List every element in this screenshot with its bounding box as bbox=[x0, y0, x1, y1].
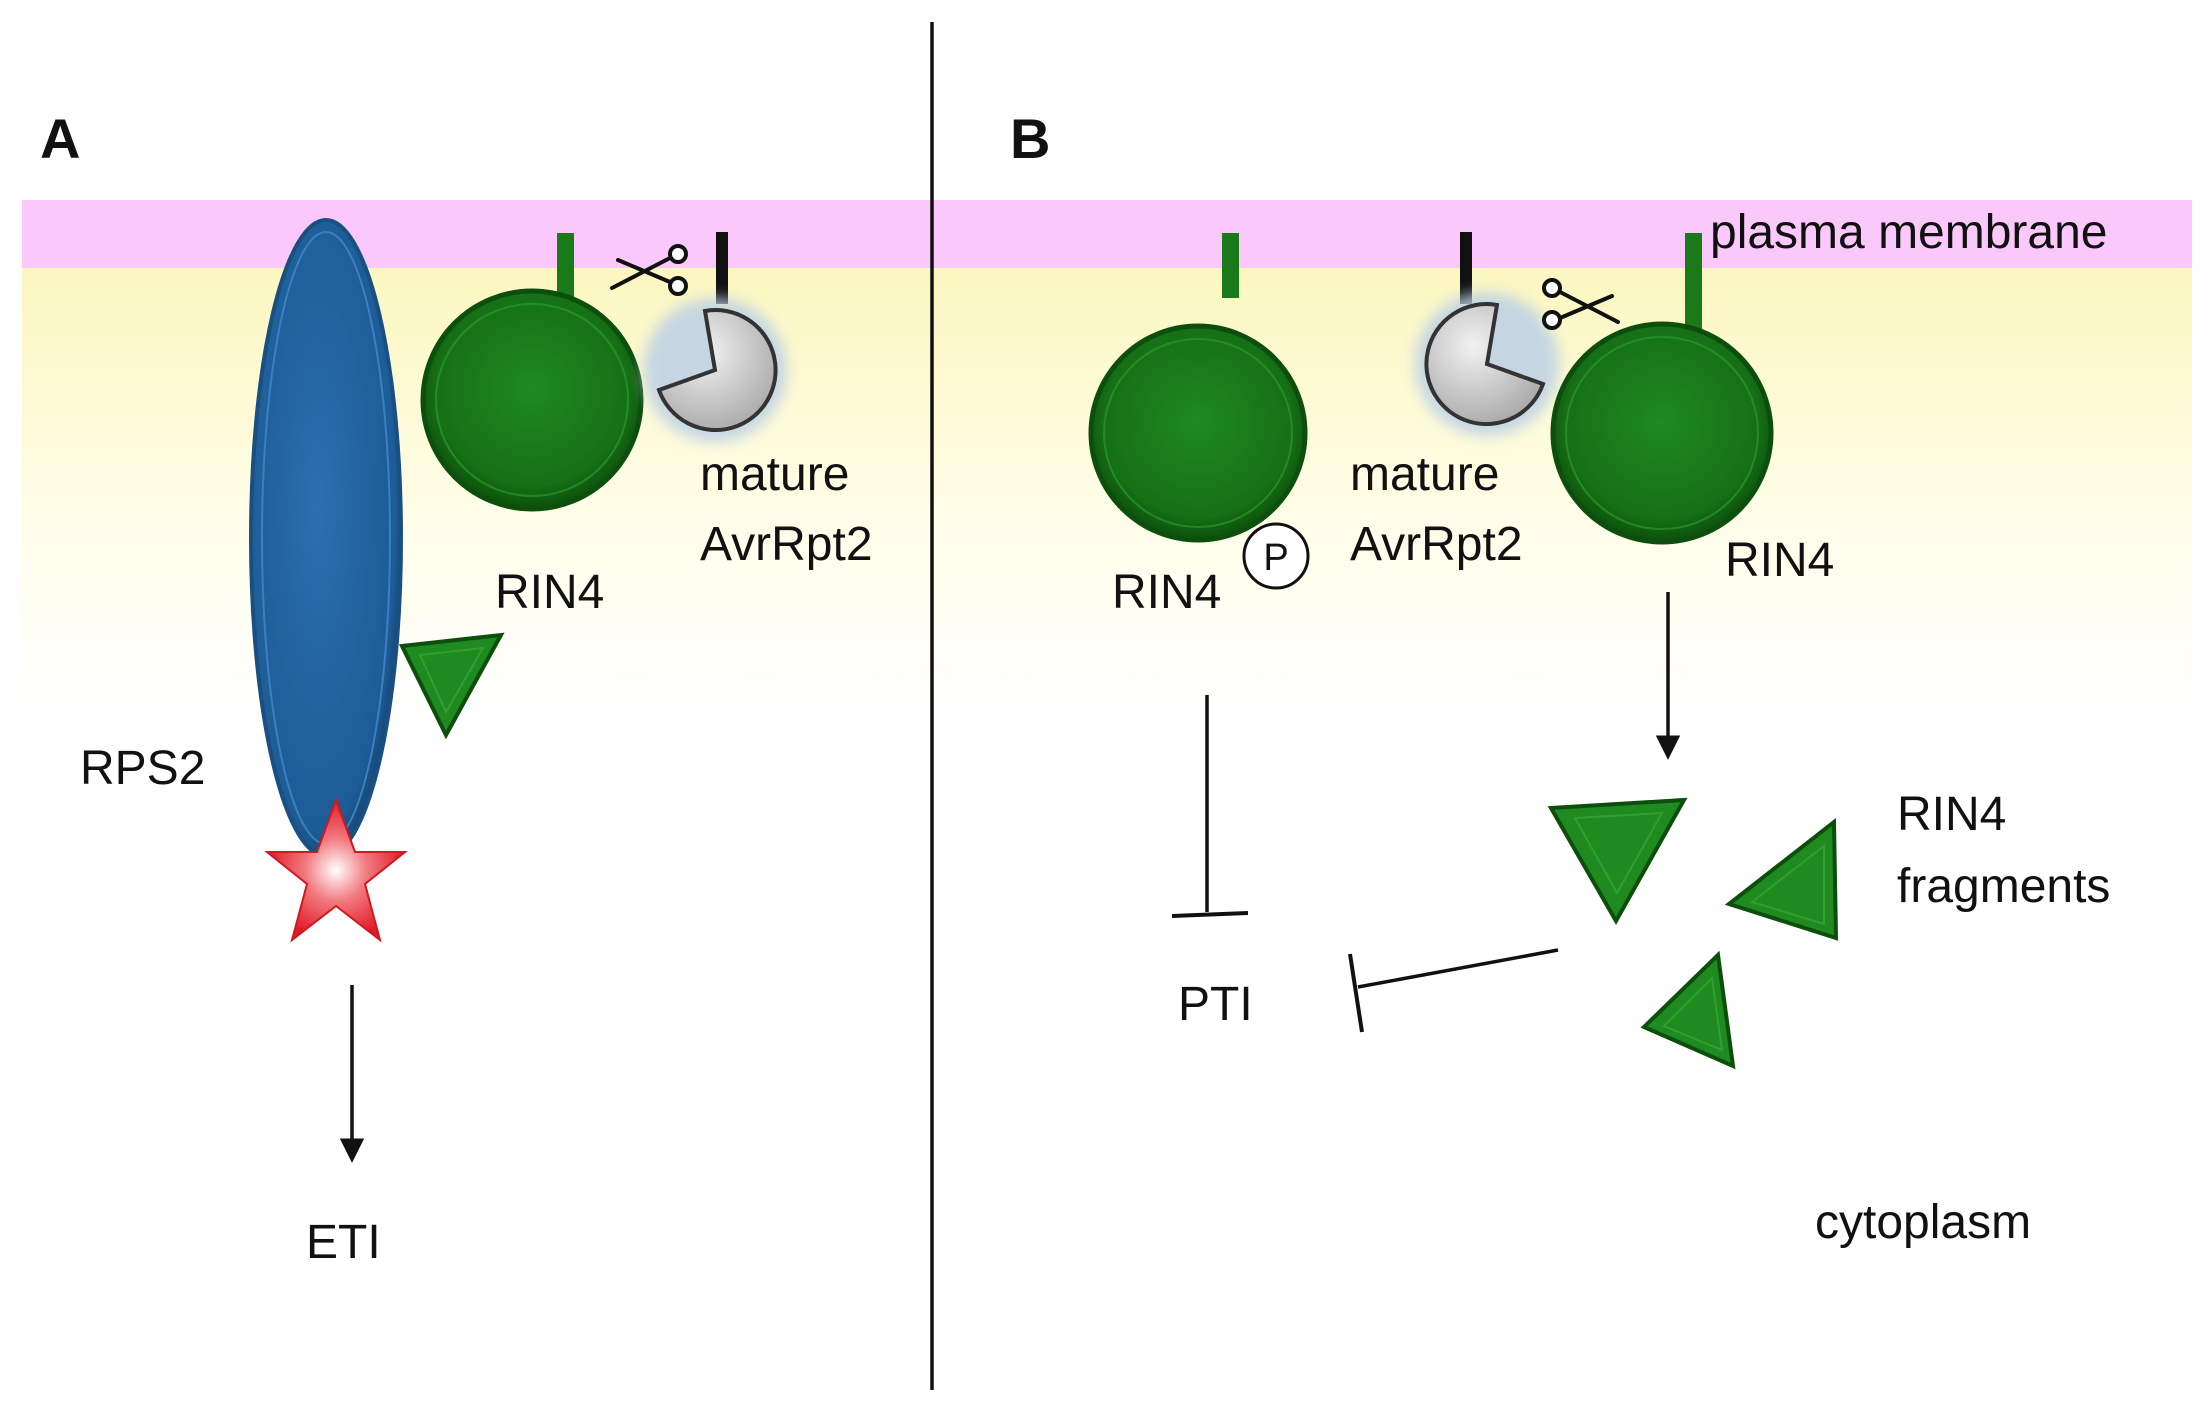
rin4-fragment-3-inner bbox=[1662, 975, 1724, 1052]
rin4-protein-rim bbox=[435, 303, 629, 497]
rin4-fragment-2-inner bbox=[1749, 843, 1825, 926]
rin4-label: RIN4 bbox=[495, 566, 604, 619]
activation-star-icon bbox=[264, 797, 408, 943]
fragments-inhibition-bar bbox=[1348, 953, 1364, 1033]
phospho-badge bbox=[1242, 522, 1310, 590]
avrrpt2-anchor bbox=[716, 232, 728, 304]
scissors-b-icon bbox=[1542, 278, 1620, 330]
panel-b: plasma membrane P RIN4 RIN4 mature AvrRp… bbox=[1088, 206, 2110, 1249]
rin4-left-anchor bbox=[1222, 233, 1239, 298]
avrrpt2-label: AvrRpt2 bbox=[700, 518, 873, 571]
rin4-right-anchor bbox=[1685, 233, 1702, 333]
avrrpt2-b-pacman-icon bbox=[1424, 302, 1546, 427]
rin4-left-protein-rim bbox=[1103, 338, 1293, 528]
rin4-fragment-1 bbox=[1547, 797, 1688, 926]
panel-a: RIN4 mature AvrRpt2 RPS2 ETI bbox=[80, 218, 873, 1269]
rin4-inhibition-bar bbox=[1171, 911, 1249, 918]
cytoplasm-label: cytoplasm bbox=[1815, 1196, 2031, 1249]
rin4-left-protein bbox=[1088, 323, 1308, 543]
avrrpt2-pacman-icon bbox=[656, 308, 778, 433]
fragments-inhibition-line bbox=[1357, 948, 1559, 989]
scissors-icon bbox=[610, 244, 688, 296]
rin4-anchor bbox=[557, 233, 574, 298]
mature-label: mature bbox=[700, 448, 849, 501]
panel-a-letter: A bbox=[40, 107, 80, 170]
rin4-fragment-1-inner bbox=[1573, 811, 1664, 896]
pti-label: PTI bbox=[1178, 978, 1253, 1031]
rin4-fragment-triangle-inner bbox=[418, 646, 485, 715]
rps2-label: RPS2 bbox=[80, 742, 205, 795]
rin4-fragments-label-line2: fragments bbox=[1897, 860, 2110, 913]
plasma-membrane-band bbox=[22, 200, 2192, 268]
rin4-fragments-label-line1: RIN4 bbox=[1897, 788, 2006, 841]
avrrpt2-b-anchor bbox=[1460, 232, 1472, 304]
panel-b-letter: B bbox=[1010, 107, 1050, 170]
phospho-label: P bbox=[1263, 537, 1288, 579]
mature-b-label: mature bbox=[1350, 448, 1499, 501]
rin4-right-protein-rim bbox=[1565, 336, 1759, 530]
eti-label: ETI bbox=[306, 1216, 381, 1269]
rin4-right-protein bbox=[1550, 321, 1774, 545]
rps2-receptor bbox=[249, 218, 403, 858]
rin4-fragment-3 bbox=[1640, 950, 1736, 1070]
rin4-left-label: RIN4 bbox=[1112, 566, 1221, 619]
rin4-protein bbox=[420, 288, 644, 512]
plasma-membrane-label: plasma membrane bbox=[1710, 206, 2108, 259]
rin4-right-label: RIN4 bbox=[1725, 534, 1834, 587]
rin4-fragment-2 bbox=[1724, 817, 1839, 941]
avrrpt2-b-label: AvrRpt2 bbox=[1350, 518, 1523, 571]
